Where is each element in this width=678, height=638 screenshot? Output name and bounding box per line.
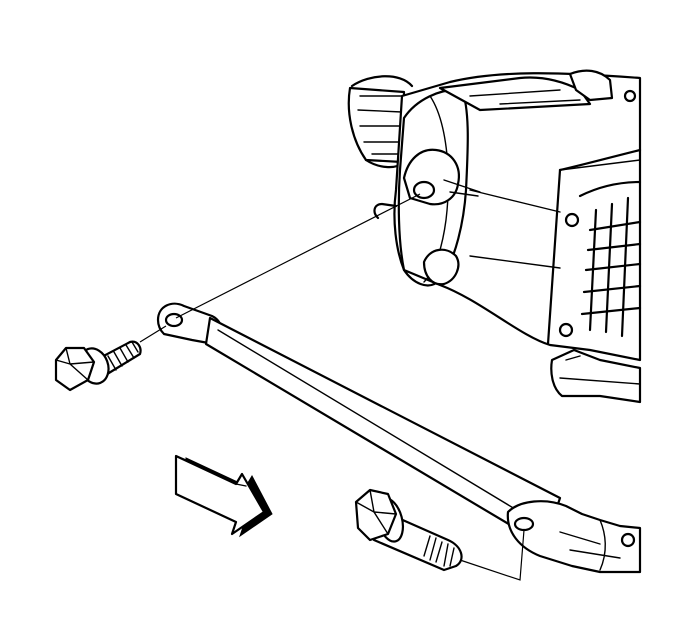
- output-shaft: [347, 75, 414, 169]
- brace-rear-hole: [513, 516, 535, 532]
- transmission-housing: [347, 69, 642, 404]
- alignment-leaders: [139, 193, 525, 581]
- front-bolt: [54, 340, 142, 392]
- rear-mount-foot: [550, 348, 642, 404]
- case-body: [393, 72, 642, 362]
- front-direction-arrow: [174, 454, 273, 538]
- rear-bolt: [354, 488, 463, 572]
- arrow-icon: [174, 454, 273, 538]
- brace-bar: [156, 302, 642, 574]
- bolt-icon: [54, 340, 142, 392]
- side-fins: [578, 180, 642, 338]
